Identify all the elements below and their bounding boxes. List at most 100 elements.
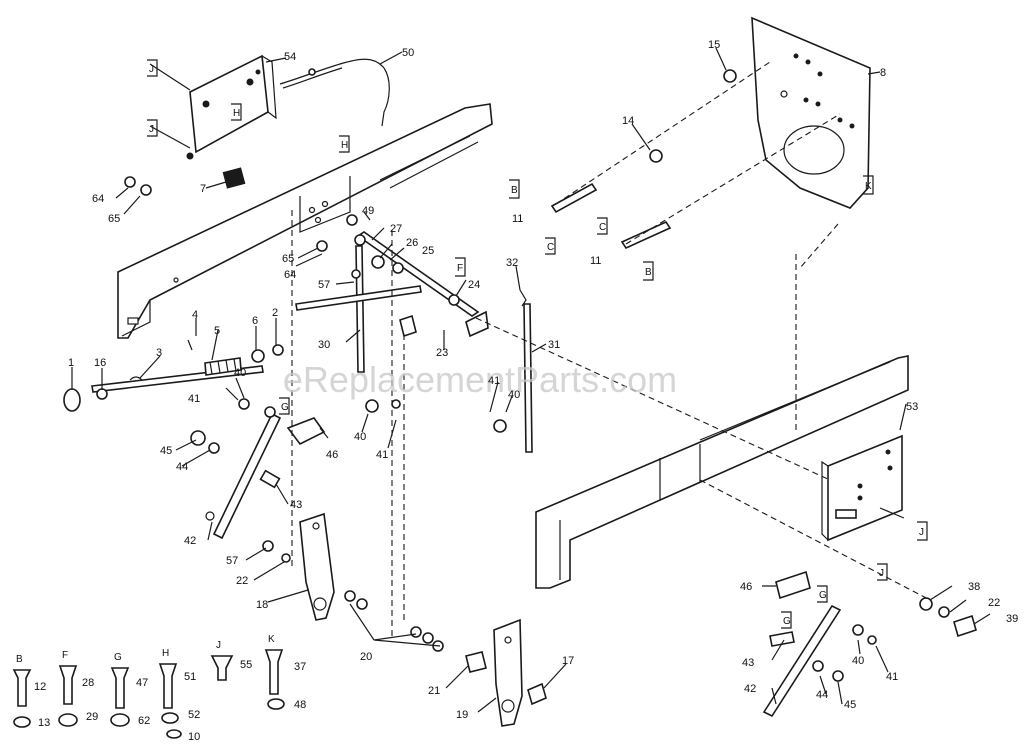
- part-label: 44: [816, 689, 828, 701]
- part-label: 46: [326, 449, 338, 461]
- part-label: 55: [240, 659, 252, 671]
- part-label: 28: [82, 677, 94, 689]
- part-label: 29: [86, 711, 98, 723]
- part-label: 65: [108, 213, 120, 225]
- part-label: 43: [742, 657, 754, 669]
- part-label: 18: [256, 599, 268, 611]
- cable: [279, 58, 390, 127]
- part-label: 11: [590, 255, 601, 267]
- part-label: 57: [226, 555, 238, 567]
- legend-letter: K: [268, 634, 275, 645]
- legend-letter: B: [16, 654, 23, 665]
- part-label: 7: [200, 183, 206, 195]
- part-label: 25: [422, 245, 434, 257]
- part-label: 44: [176, 461, 188, 473]
- part-label: 12: [34, 681, 46, 693]
- part-label: 38: [968, 581, 980, 593]
- part-label: 31: [548, 339, 560, 351]
- lever-arms: [299, 512, 523, 727]
- part-label: 26: [406, 237, 418, 249]
- part-label: 30: [318, 339, 330, 351]
- connector-label: J: [149, 124, 154, 135]
- part-label: 27: [390, 223, 402, 235]
- part-label: 2: [272, 307, 278, 319]
- part-label: 11: [512, 213, 523, 225]
- legend-letter: G: [114, 652, 122, 663]
- part-label: 8: [880, 67, 886, 79]
- connector-letters: J J H H B C C B K F G J J G G B F G H J …: [16, 64, 924, 665]
- connector-label: H: [233, 108, 240, 119]
- part-label: 14: [622, 115, 634, 127]
- rods-and-shafts: [91, 231, 842, 718]
- part-number-labels: 1 16 3 5 4 6 2 41 40 45 44 43 42 57 22 1…: [34, 39, 1018, 743]
- connector-label: C: [599, 222, 606, 233]
- part-label: 24: [468, 279, 480, 291]
- part-label: 4: [192, 309, 198, 321]
- part-label: 6: [252, 315, 258, 327]
- connector-label: G: [281, 402, 289, 413]
- part-label: 20: [360, 651, 372, 663]
- connector-label: F: [457, 263, 463, 274]
- connector-label: J: [919, 527, 924, 538]
- watermark-text: eReplacementParts.com: [283, 359, 677, 400]
- part-label: 40: [508, 389, 520, 401]
- part-label: 40: [852, 655, 864, 667]
- part-label: 53: [906, 401, 918, 413]
- part-label: 22: [236, 575, 248, 587]
- mounting-bracket-right: [821, 434, 903, 542]
- fastener-legend: [12, 649, 285, 739]
- part-label: 51: [184, 671, 196, 683]
- part-label: 16: [94, 357, 106, 369]
- part-label: 49: [362, 205, 374, 217]
- part-label: 32: [506, 257, 518, 269]
- connector-label: K: [865, 181, 872, 192]
- part-label: 48: [294, 699, 306, 711]
- part-label: 45: [160, 445, 172, 457]
- leader-lines: [71, 47, 991, 713]
- part-label: 65: [282, 253, 294, 265]
- part-label: 37: [294, 661, 306, 673]
- part-label: 13: [38, 717, 50, 729]
- connector-label: B: [645, 267, 652, 278]
- hardware: [63, 69, 977, 706]
- connector-label: J: [149, 64, 154, 75]
- part-label: 3: [156, 347, 162, 359]
- side-plate: [751, 16, 871, 209]
- part-label: 21: [428, 685, 440, 697]
- part-label: 64: [92, 193, 104, 205]
- legend-letter: J: [216, 640, 221, 651]
- part-label: 43: [290, 499, 302, 511]
- part-label: 40: [354, 431, 366, 443]
- part-label: 46: [740, 581, 752, 593]
- part-label: 52: [188, 709, 200, 721]
- connector-brackets: [147, 59, 928, 629]
- part-label: 22: [988, 597, 1000, 609]
- connector-label: C: [547, 242, 554, 253]
- part-label: 15: [708, 39, 720, 51]
- part-label: 50: [402, 47, 414, 59]
- part-label: 40: [234, 367, 246, 379]
- connector-label: B: [511, 185, 518, 196]
- connector-label: J: [879, 568, 884, 579]
- part-label: 62: [138, 715, 150, 727]
- part-label: 42: [744, 683, 756, 695]
- part-label: 47: [136, 677, 148, 689]
- part-label: 57: [318, 279, 330, 291]
- part-label: 42: [184, 535, 196, 547]
- part-label: 17: [562, 655, 574, 667]
- legend-letter: F: [62, 650, 68, 661]
- part-label: 64: [284, 269, 296, 281]
- connector-label: G: [783, 616, 791, 627]
- part-label: 41: [488, 375, 500, 387]
- left-frame-rail: [117, 103, 493, 339]
- part-label: 10: [188, 731, 200, 743]
- part-label: 5: [214, 325, 220, 337]
- part-label: 54: [284, 51, 296, 63]
- part-label: 23: [436, 347, 448, 359]
- part-label: 1: [68, 357, 74, 369]
- part-label: 41: [886, 671, 898, 683]
- legend-letter: H: [162, 648, 169, 659]
- mounting-bracket-left: [186, 54, 277, 189]
- connector-label: G: [819, 590, 827, 601]
